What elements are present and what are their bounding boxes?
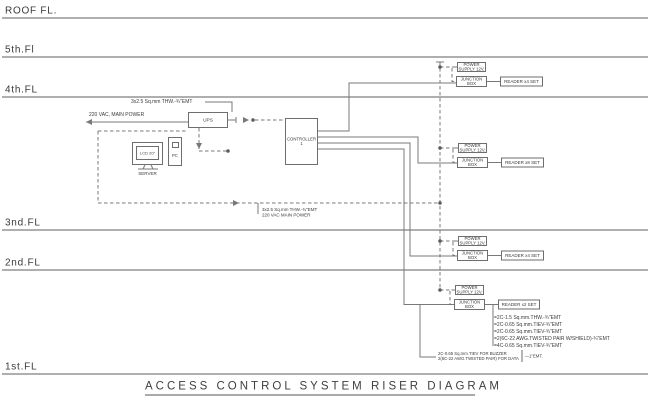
floor-label-3rd: 3nd.FL <box>5 217 41 228</box>
ups-box: UPS <box>188 112 228 128</box>
junction-box-label: JUNCTION <box>460 76 483 82</box>
riser-note: 2C-0.65 Sq.mm.TIEV FOR BUZZER 2(6C-22 AW… <box>438 350 543 362</box>
floor-label-roof: ROOF FL. <box>5 5 58 16</box>
riser-note-suffix: —1"EMT. <box>524 353 543 359</box>
power-supply-label: POWER <box>464 142 481 148</box>
legend-line-3: =2C-0.65 Sq.mm.TIEV-¾"EMT <box>494 329 563 335</box>
reader-box: READER x4 SET <box>501 250 544 261</box>
riser-feed-line2: 220 VAC MAIN POWER <box>262 212 311 218</box>
power-supply-voltage: SUPPLY 12V. <box>456 289 483 295</box>
pc-drive-slot <box>172 142 179 148</box>
junction-box: JUNCTION BOX <box>457 250 488 261</box>
power-supply-voltage: SUPPLY 12V. <box>459 147 486 153</box>
power-supply-label: POWER <box>463 61 480 67</box>
power-supply-voltage: SUPPLY 12V. <box>459 240 486 246</box>
pc-tower: PC <box>168 137 182 166</box>
controller-box: CONTROLLER 1 <box>285 118 318 165</box>
legend-line-2: =2C-0.65 Sq.mm.TIEV-¾"EMT <box>494 322 563 328</box>
reader-box: READER x4 SET <box>500 76 543 87</box>
riser-feed-line1: 3x2.5 Sq.mm THW.-¾"EMT <box>262 207 318 212</box>
controller-label-line1: CONTROLLER <box>286 136 317 142</box>
junction-box-label2: BOX <box>465 304 474 309</box>
junction-box-label2: BOX <box>468 255 477 260</box>
main-power-label: 220 VAC, MAIN POWER <box>89 112 145 118</box>
power-supply-label: POWER <box>461 284 478 290</box>
junction-dots <box>226 65 442 292</box>
floor-lines <box>2 17 648 375</box>
server-label: SERVER <box>138 171 157 176</box>
reader-box: READER x8 SET <box>501 157 544 168</box>
power-dashed-lines <box>97 62 458 305</box>
floor-label-5th: 5th.Fl <box>5 44 35 55</box>
junction-box-label2: BOX <box>468 162 477 167</box>
power-supply-box: POWER SUPPLY 12V. <box>457 62 486 72</box>
reader-box: READER x2 SET <box>498 299 540 310</box>
junction-box-label: JUNCTION <box>458 299 481 305</box>
floor-label-1st: 1st.FL <box>5 361 38 372</box>
note-bracket <box>521 350 523 362</box>
wiring-lines <box>86 61 501 358</box>
junction-box-label: JUNCTION <box>461 250 484 256</box>
monitor-screen: LCD 20" <box>136 146 159 160</box>
riser-note-line1: 2C-0.65 Sq.mm.TIEV FOR BUZZER <box>438 350 507 356</box>
power-supply-voltage: SUPPLY 12V. <box>458 66 485 72</box>
riser-note-line2: 2(6C-22 AWG.TWISTED PAIR) FOR DATA <box>438 356 519 361</box>
power-supply-label: POWER <box>464 235 481 241</box>
diagram-title: ACCESS CONTROL SYSTEM RISER DIAGRAM <box>145 379 499 396</box>
junction-box-label2: BOX <box>467 81 476 86</box>
floor-label-4th: 4th.FL <box>5 84 38 95</box>
pc-label: PC <box>172 153 178 158</box>
power-supply-box: POWER SUPPLY 12V. <box>458 143 487 153</box>
junction-box: JUNCTION BOX <box>456 76 487 87</box>
legend-line-1: =2C-1.5 Sq.mm.THW.-¾"EMT <box>494 315 562 321</box>
legend-line-4: =2(6C-22 AWG.TWISTED PAIR W/SHIELD)-¾"EM… <box>494 336 610 342</box>
ups-feed-label: 3x2.5 Sq.mm THW.-¾"EMT <box>131 99 193 105</box>
legend-line-5: =4C-0.65 Sq.mm.TIEV-¾"EMT <box>494 343 563 349</box>
power-supply-box: POWER SUPPLY 12V. <box>458 236 487 246</box>
junction-box: JUNCTION BOX <box>457 157 488 168</box>
arrow-markers <box>86 117 249 206</box>
floor-label-2nd: 2nd.FL <box>5 257 41 268</box>
server-monitor: LCD 20" <box>132 142 163 165</box>
riser-feed-label: 3x2.5 Sq.mm THW.-¾"EMT 220 VAC MAIN POWE… <box>262 207 317 218</box>
junction-box-label: JUNCTION <box>461 157 484 163</box>
controller-label-line2: 1 <box>300 141 303 146</box>
junction-box: JUNCTION BOX <box>454 299 485 310</box>
power-supply-box: POWER SUPPLY 12V. <box>455 285 484 295</box>
